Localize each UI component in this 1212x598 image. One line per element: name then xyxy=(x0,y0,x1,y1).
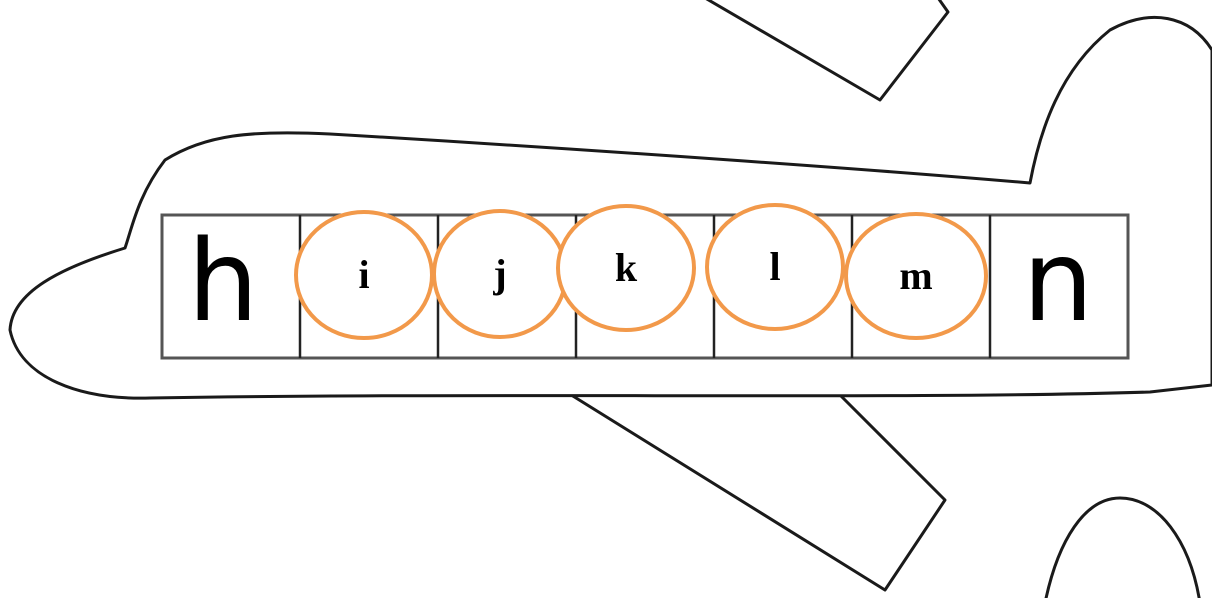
circled-letter-j: j xyxy=(432,209,568,339)
answer-letter: l xyxy=(769,244,780,289)
lower-wing xyxy=(558,386,947,592)
circled-letter-k: k xyxy=(556,204,696,332)
end-letter: n xyxy=(1023,217,1094,347)
answer-circle xyxy=(844,212,988,340)
answer-letter: k xyxy=(615,245,638,290)
circled-letter-i: i xyxy=(294,210,434,340)
tail-fin-lower xyxy=(1044,496,1201,598)
answer-letter: i xyxy=(358,252,369,297)
circled-letter-l: l xyxy=(705,203,845,331)
answer-circle xyxy=(294,210,434,340)
circled-letter-m: m xyxy=(844,212,988,340)
answer-letter: j xyxy=(492,251,506,296)
start-letter: h xyxy=(188,217,259,347)
answer-circle xyxy=(556,204,696,332)
answer-circle xyxy=(705,203,845,331)
upper-wing xyxy=(705,0,950,102)
answer-letter: m xyxy=(899,253,932,298)
